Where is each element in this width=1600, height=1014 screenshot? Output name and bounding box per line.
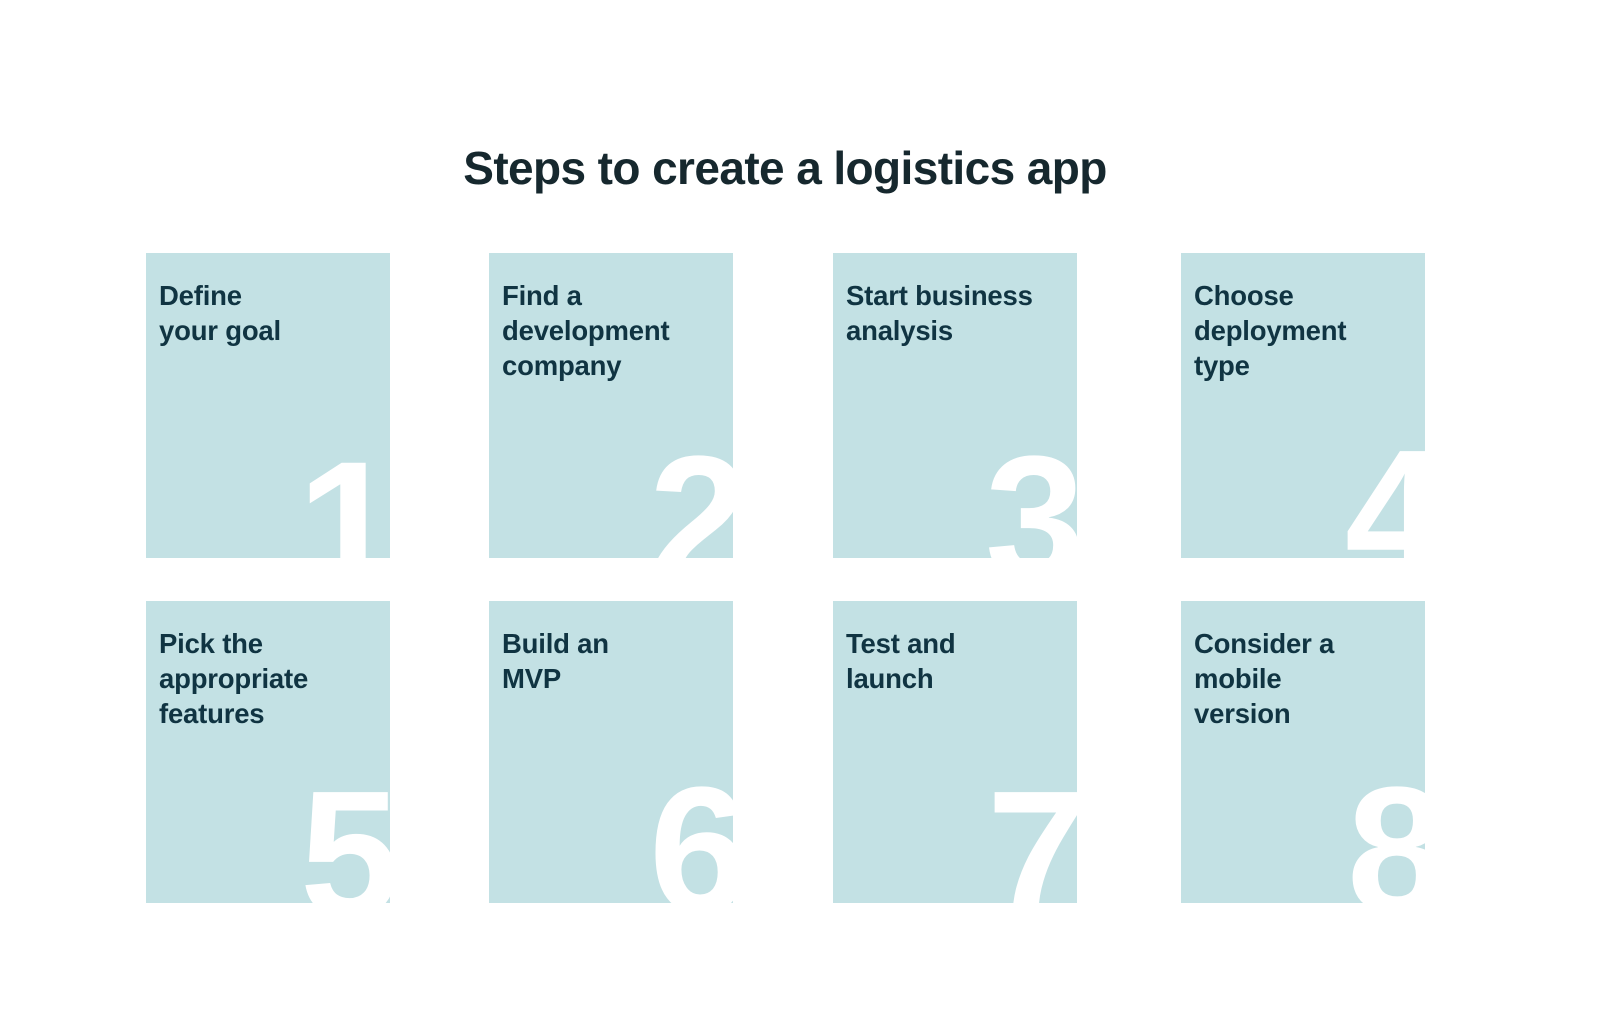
step-card-6-title: Build an MVP <box>502 628 609 694</box>
step-card-1[interactable]: Define your goal 1 <box>146 253 400 620</box>
step-card-7-title: Test and launch <box>846 628 956 694</box>
step-card-5[interactable]: Pick the appropriate features 5 <box>146 601 400 945</box>
page-title: Steps to create a logistics app <box>463 141 1107 194</box>
step-card-7-number: 7 <box>986 754 1087 955</box>
step-card-3-number: 3 <box>984 419 1085 620</box>
step-card-2-title: Find a development company <box>502 280 670 381</box>
step-card-2[interactable]: Find a development company 2 <box>489 253 749 610</box>
step-card-6-number: 6 <box>648 750 749 951</box>
step-card-6[interactable]: Build an MVP 6 <box>489 601 749 941</box>
step-card-3-title: Start business analysis <box>846 280 1033 346</box>
step-card-4-number: 4 <box>1344 413 1445 614</box>
step-card-1-number: 1 <box>297 424 400 630</box>
step-card-5-number: 5 <box>299 754 400 955</box>
step-card-4-title: Choose deployment type <box>1194 280 1347 381</box>
step-card-1-title: Define your goal <box>159 280 281 346</box>
step-card-5-title: Pick the appropriate features <box>159 628 309 729</box>
step-card-2-number: 2 <box>648 419 749 620</box>
step-card-3[interactable]: Start business analysis 3 <box>833 253 1085 610</box>
step-card-8-title: Consider a mobile version <box>1194 628 1335 729</box>
step-card-8-number: 8 <box>1346 750 1447 951</box>
step-card-8[interactable]: Consider a mobile version 8 <box>1181 601 1447 941</box>
steps-grid: Define your goal 1 Find a development co… <box>146 253 1447 945</box>
step-card-7[interactable]: Test and launch 7 <box>833 601 1087 945</box>
step-card-4[interactable]: Choose deployment type 4 <box>1181 253 1445 604</box>
